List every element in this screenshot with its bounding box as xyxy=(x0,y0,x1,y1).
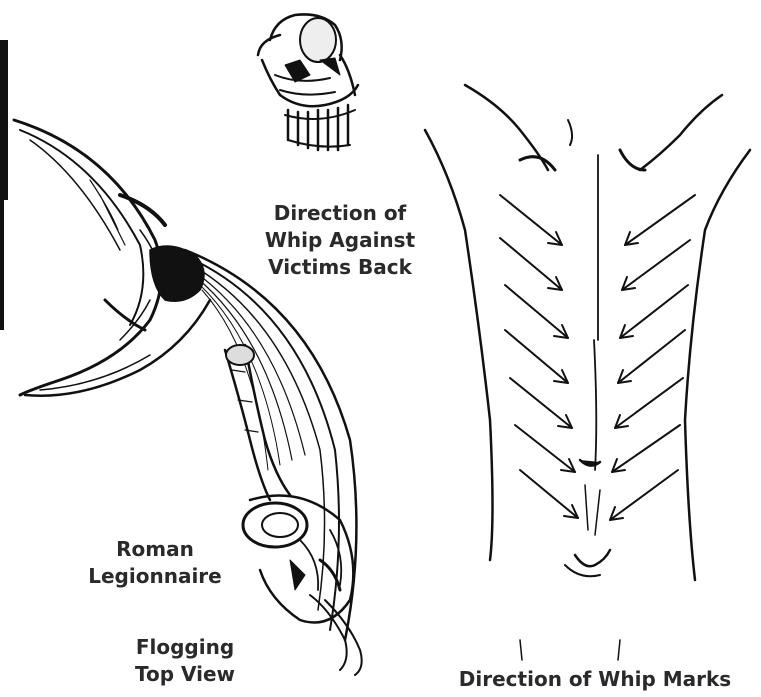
roman-legionnaire-line-1: Roman xyxy=(80,536,230,563)
left-edge-shadow xyxy=(0,40,8,330)
flogging-top-view-line-2: Top View xyxy=(120,661,250,688)
roman-legionnaire-label: Roman Legionnaire xyxy=(80,536,230,590)
whip-mark-arrows-left xyxy=(500,195,578,518)
flogging-top-view-line-1: Flogging xyxy=(120,634,250,661)
whip-direction-back-line-2: Whip Against xyxy=(250,227,430,254)
whip-direction-back-line-1: Direction of xyxy=(250,200,430,227)
victim-back-top-view xyxy=(14,120,210,396)
victim-torso-back xyxy=(425,85,750,660)
victim-bound-hands xyxy=(258,14,358,150)
direction-whip-marks-label: Direction of Whip Marks xyxy=(450,666,740,693)
roman-legionnaire-line-2: Legionnaire xyxy=(80,563,230,590)
legionnaire-arm xyxy=(225,345,290,500)
flogging-top-view-label: Flogging Top View xyxy=(120,634,250,688)
roman-legionnaire-figure xyxy=(243,496,362,676)
whip-direction-back-line-3: Victims Back xyxy=(250,254,430,281)
whip-mark-arrows-right xyxy=(610,195,695,520)
whip-direction-back-label: Direction of Whip Against Victims Back xyxy=(250,200,430,281)
